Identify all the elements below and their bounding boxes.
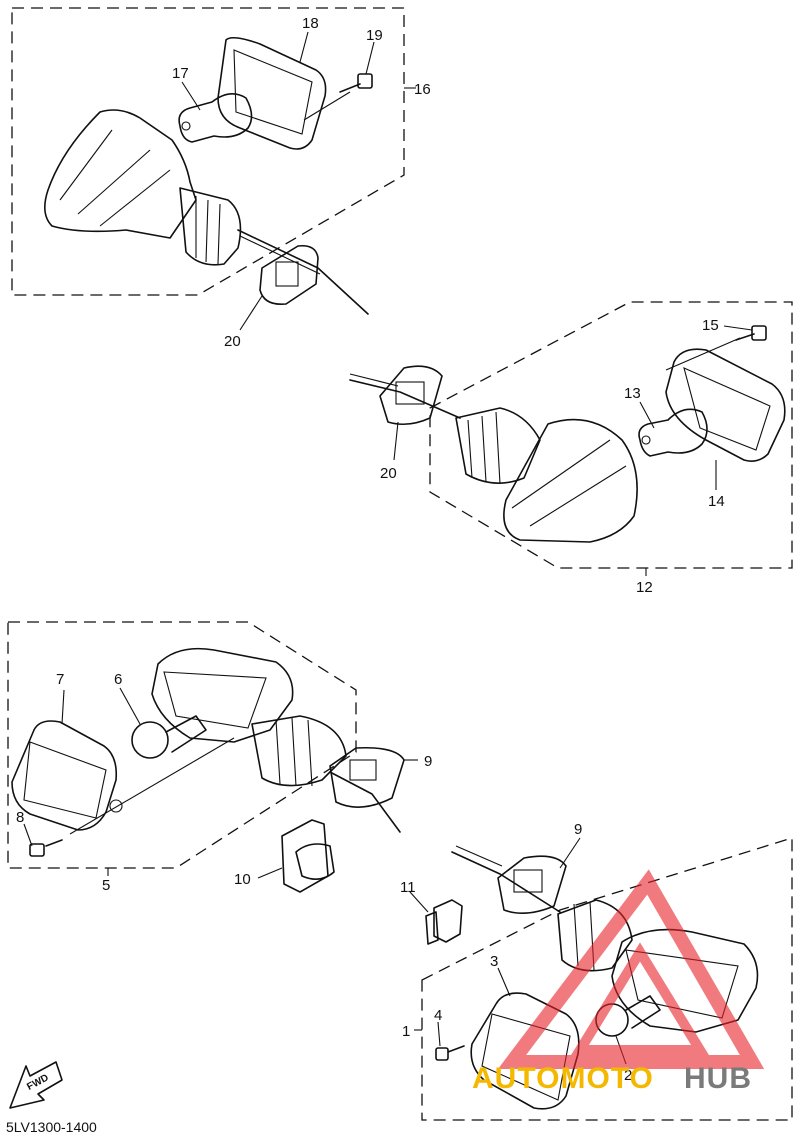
callout-9-left: 9: [424, 753, 432, 770]
callout-20-top: 20: [224, 333, 241, 350]
callout-7: 7: [56, 671, 64, 688]
callout-4: 4: [434, 1007, 442, 1024]
callout-1: 1: [402, 1023, 410, 1040]
callout-8: 8: [16, 809, 24, 826]
callout-6: 6: [114, 671, 122, 688]
assembly-5: [7, 621, 405, 869]
callout-10: 10: [234, 871, 251, 888]
callout-20-mid: 20: [380, 465, 397, 482]
callout-16: 16: [414, 81, 431, 98]
callout-5: 5: [102, 877, 110, 894]
clip-11: [425, 899, 463, 945]
callout-17: 17: [172, 65, 189, 82]
callout-18: 18: [302, 15, 319, 32]
callout-12: 12: [636, 579, 653, 596]
watermark-text-hub: HUB: [684, 1062, 752, 1095]
callout-3: 3: [490, 953, 498, 970]
leader-lines: [23, 31, 753, 1065]
callouts: 18 19 17 16 20 15 13 20 14 12 7 6 9 8 5 …: [16, 15, 725, 1084]
watermark: AUTOMOTO HUB: [472, 869, 765, 1095]
watermark-triangle-logo: [497, 869, 765, 1069]
fwd-arrow: FWD: [9, 1061, 63, 1109]
connector-10: [257, 819, 335, 893]
callout-14: 14: [708, 493, 725, 510]
callout-15: 15: [702, 317, 719, 334]
callout-9-right: 9: [574, 821, 582, 838]
callout-11: 11: [400, 879, 416, 896]
callout-19: 19: [366, 27, 383, 44]
watermark-text-automoto: AUTOMOTO: [472, 1062, 654, 1095]
callout-13: 13: [624, 385, 641, 402]
callout-2: 2: [624, 1067, 632, 1084]
assembly-12: [349, 301, 793, 569]
assembly-16: [11, 7, 405, 315]
diagram-code: 5LV1300-1400: [6, 1119, 97, 1135]
